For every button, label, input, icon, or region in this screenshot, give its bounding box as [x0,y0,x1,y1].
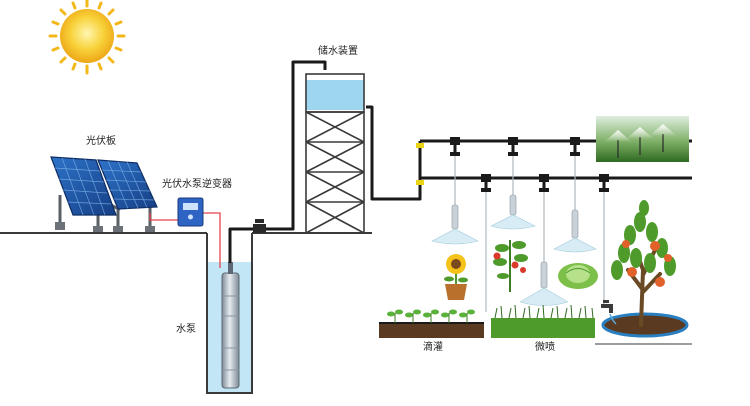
pipe-tees [450,137,609,192]
submersible-pump [221,262,240,389]
sun-icon [48,0,126,75]
solar-panel-array [50,156,158,232]
sprinkler-field-photo [596,116,689,162]
drip-label: 滴灌 [423,342,443,353]
fruit-tree [601,200,689,338]
water-tower-label: 储水装置 [318,46,358,57]
drip-seedling-bed [379,309,484,338]
pump-label: 水泵 [176,324,196,335]
solar-panel-right [97,159,158,210]
inverter-label: 光伏水泵逆变器 [162,179,232,190]
inverter-icon [177,197,204,227]
hoses [454,156,605,312]
faucet-water [609,313,617,325]
micro-spray-grass-bed [491,304,595,338]
solar-panel-left [50,156,117,216]
solar-panel-label: 光伏板 [86,136,116,147]
cabbage-plant [558,263,598,289]
main-pipe [228,60,327,263]
water-spray [431,214,597,306]
sunflower-pot [444,254,468,300]
faucet-icon [601,300,613,313]
tomato-plant [493,240,528,292]
water-tower [305,73,365,234]
spray-nozzles [451,194,579,289]
micro-spray-label: 微喷 [535,342,555,353]
gate-valve-icon [253,219,266,233]
power-cable [149,212,221,268]
yellow-valves [416,143,424,185]
